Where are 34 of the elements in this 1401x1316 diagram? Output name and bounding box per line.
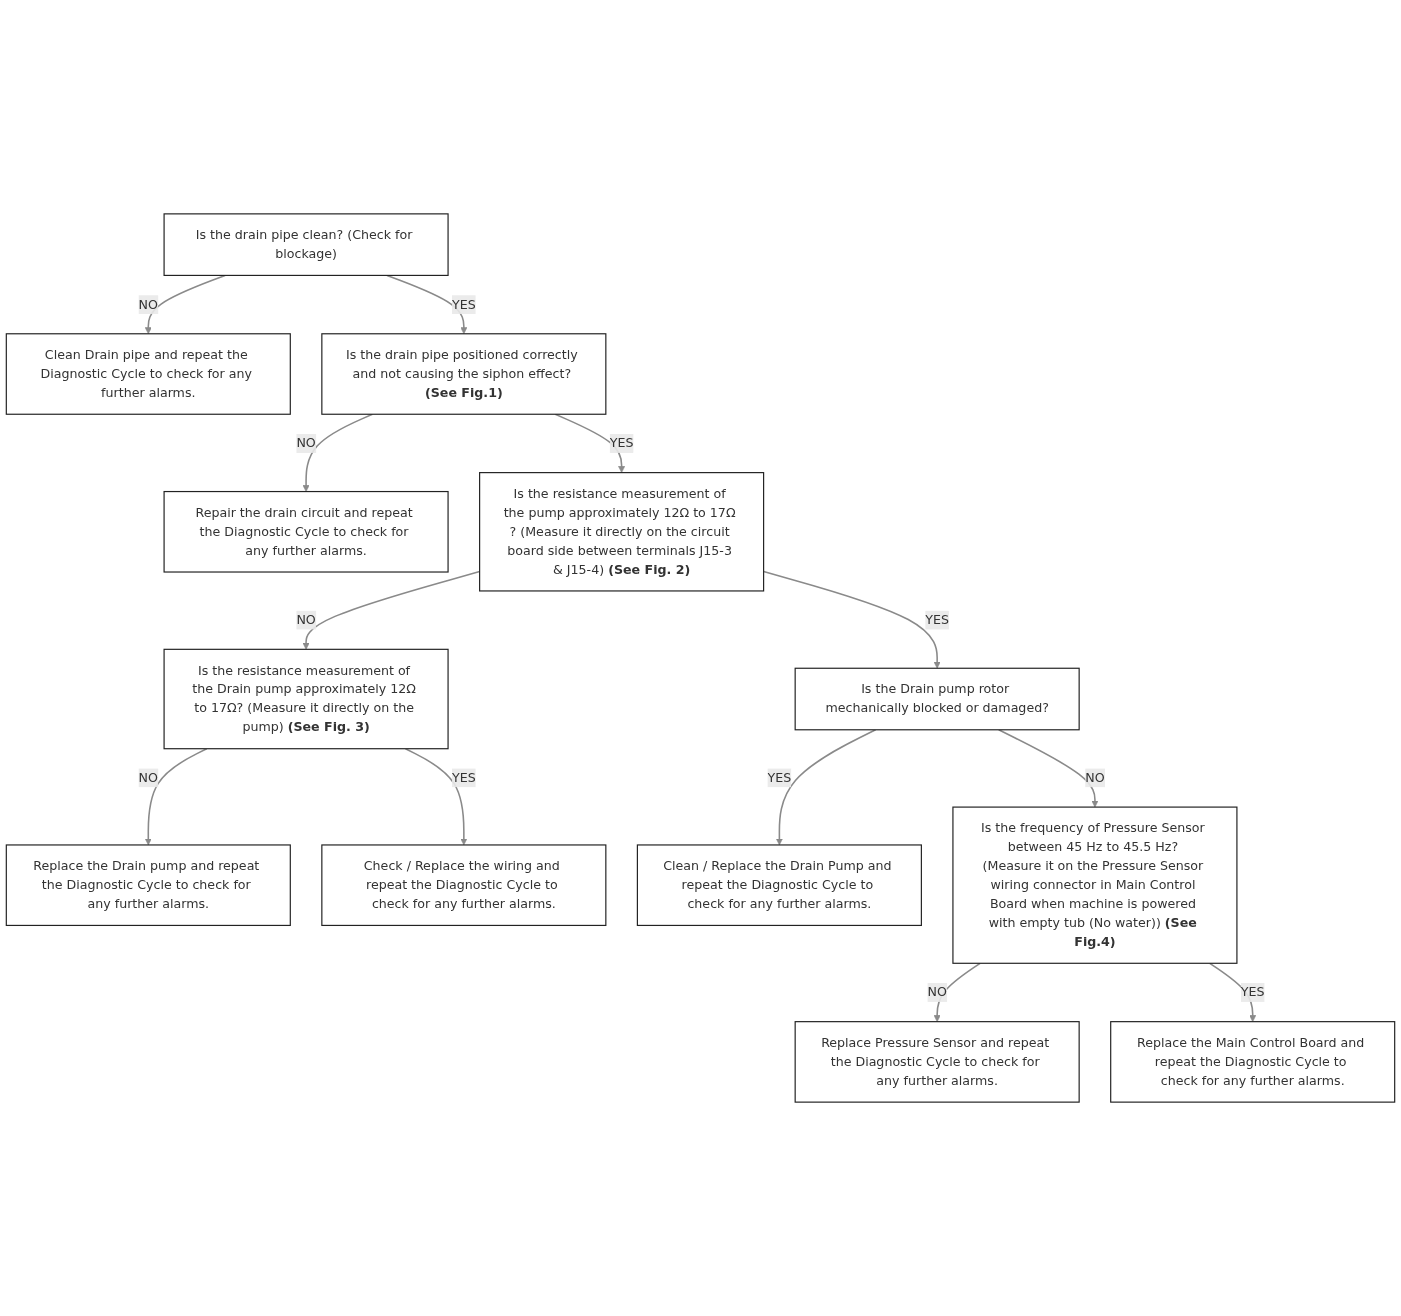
edge-label: YES	[1240, 984, 1265, 1000]
node-box: Clean Drain pipe and repeat the Diagnostic Cycle to check for any further alarms.	[5, 333, 291, 415]
arrow	[144, 274, 226, 335]
arrow	[144, 747, 208, 846]
node-box: Is the resistance measurement of the pump approximately 12Ω to 17Ω ? (Measure it directly on the circuit board side between terminals J15-3 & J15-4) (See Fig. 2)	[479, 472, 765, 592]
edge-label: YES	[925, 612, 950, 628]
edge-label: NO	[927, 984, 947, 1000]
edge-label: YES	[451, 296, 476, 312]
node-box: Check / Replace the wiring and repeat the Diagnostic Cycle to check for any further alarms.	[321, 844, 607, 926]
edge-label: NO	[1085, 770, 1105, 786]
arrow	[933, 962, 981, 1022]
edge-label: YES	[451, 770, 476, 786]
node-box: Replace Pressure Sensor and repeat the Diagnostic Cycle to check for any further alarms.	[794, 1021, 1080, 1103]
edge-label: NO	[296, 435, 316, 451]
node-box: Is the resistance measurement of the Drain pump approximately 12Ω to 17Ω? (Measure it directly on the pump) (See Fig. 3)	[163, 648, 449, 750]
edge-label: NO	[138, 296, 158, 312]
edge-label: YES	[609, 435, 634, 451]
arrow	[997, 729, 1099, 808]
edge-label: NO	[296, 612, 316, 628]
edge-label: NO	[138, 770, 158, 786]
node-box: Replace the Drain pump and repeat the Diagnostic Cycle to check for any further alarms.	[5, 844, 291, 926]
arrow	[1209, 962, 1257, 1022]
node-box: Is the Drain pump rotor mechanically blocked or damaged?	[794, 667, 1080, 731]
node-box: Is the drain pipe clean? (Check for blockage)	[163, 213, 449, 276]
node-box: Repair the drain circuit and repeat the Diagnostic Cycle to check for any further alarms.	[163, 490, 449, 573]
node-box: Is the drain pipe positioned correctly and not causing the siphon effect? (See Fig.1)	[321, 333, 607, 415]
node-box: Clean / Replace the Drain Pump and repeat the Diagnostic Cycle to check for any further alarms.	[636, 844, 922, 926]
arrow	[404, 747, 468, 846]
arrow	[386, 274, 468, 335]
node-box: Is the frequency of Pressure Sensor between 45 Hz to 45.5 Hz? (Measure it on the Pressure Sensor wiring connector in Main Control Board when machine is powered with empty tub (No water)) (See Fig.4)	[952, 806, 1238, 964]
node-box: Replace the Main Control Board and repeat the Diagnostic Cycle to check for any further alarms.	[1110, 1021, 1396, 1103]
arrow	[775, 729, 877, 846]
edge-label: YES	[767, 770, 792, 786]
arrow	[554, 413, 626, 473]
